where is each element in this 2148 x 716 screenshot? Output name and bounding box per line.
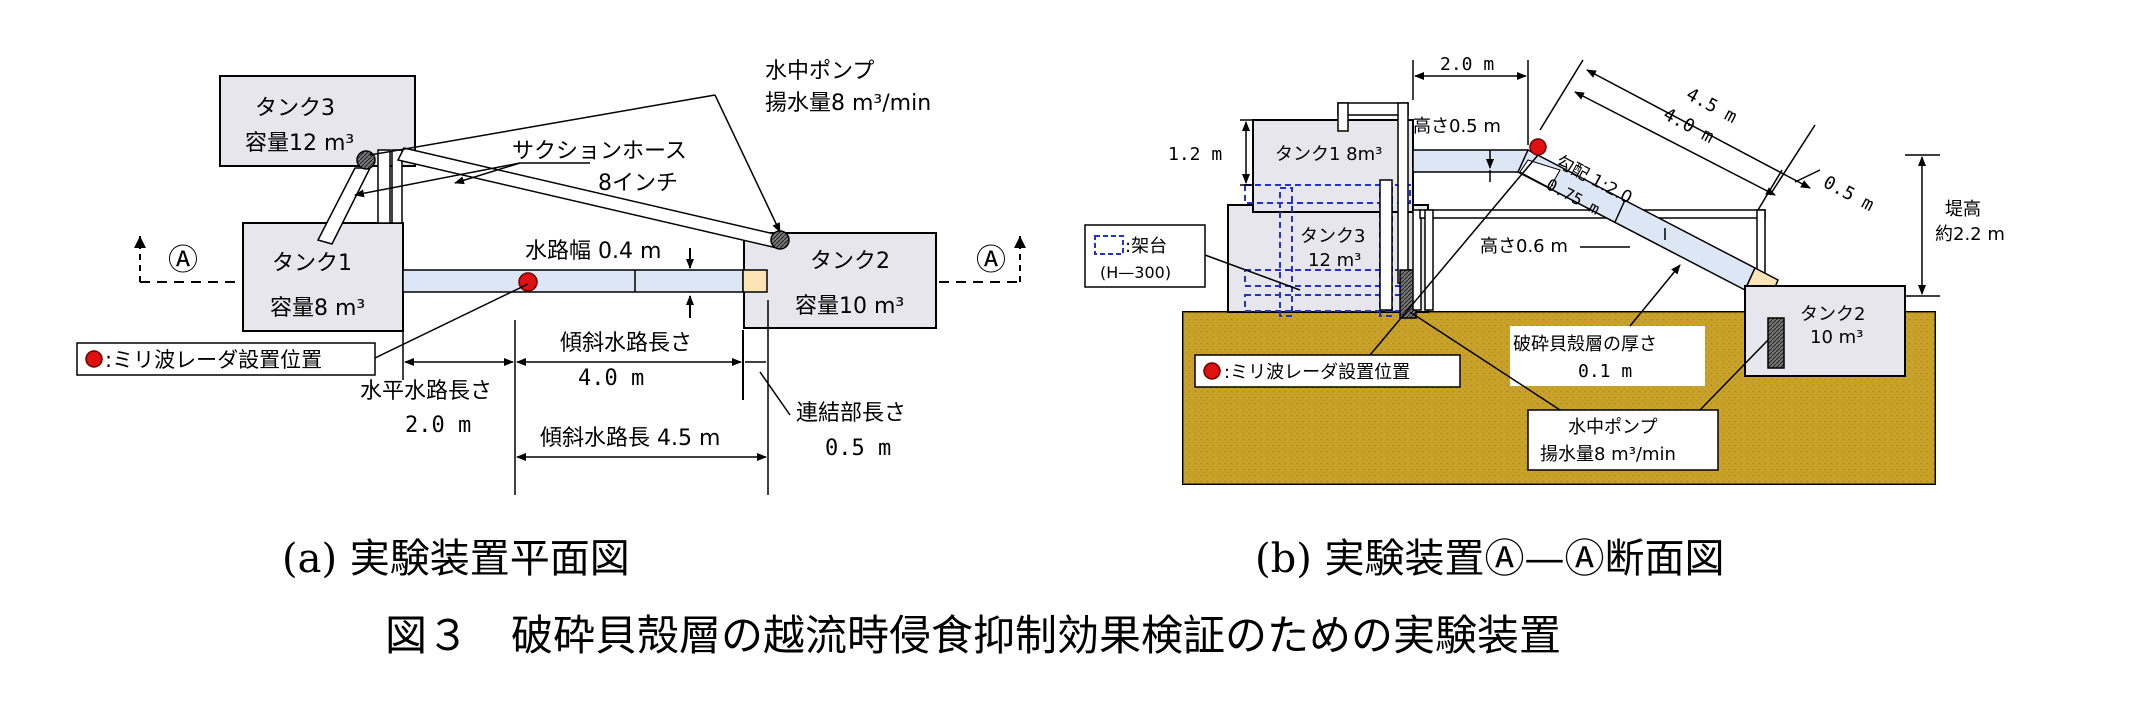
inclined-length-label: 傾斜水路長さ (560, 331, 692, 356)
levee-height-value: 約2.2 m (1935, 224, 2005, 245)
height-0-6-label: 高さ0.6 m (1480, 236, 1568, 257)
horizontal-length-label: 水平水路長さ (360, 379, 492, 404)
channel-horizontal-section (1412, 149, 1529, 173)
stand-legend-label: :架台 (1125, 236, 1167, 257)
tank3-section-name: タンク3 (1300, 226, 1365, 247)
shell-layer-label-box (1510, 326, 1705, 386)
radar-marker-section (1529, 138, 1547, 156)
section-mark-left: Ⓐ (168, 243, 198, 278)
dim-2-0-section: 2.0 m (1440, 54, 1494, 75)
section-mark-right: Ⓐ (976, 243, 1006, 278)
pump-label-section: 水中ポンプ (1568, 417, 1657, 438)
inclined-total-label: 傾斜水路長 4.5 m (540, 426, 720, 451)
tank3-section-capacity: 12 m³ (1308, 250, 1361, 271)
tank2-plan-capacity: 容量10 m³ (795, 294, 904, 319)
tank2-plan-name: タンク2 (810, 249, 890, 274)
tank1-plan-name: タンク1 (272, 251, 352, 276)
horizontal-length-value: 2.0 m (405, 413, 471, 438)
shell-layer-label: 破砕貝殻層の厚さ (1513, 334, 1657, 355)
stand-legend-spec: (H—300) (1100, 263, 1171, 282)
connection-length-value: 0.5 m (825, 436, 891, 461)
levee-height-label: 堤高 (1945, 199, 1981, 220)
tank2-section-capacity: 10 m³ (1810, 327, 1863, 348)
channel-width-label: 水路幅 0.4 m (525, 239, 661, 264)
pump-label-plan: 水中ポンプ (765, 59, 874, 84)
tank1-section-label: タンク1 8m³ (1275, 144, 1382, 165)
figure-caption: 図３ 破砕貝殻層の越流時侵食抑制効果検証のための実験装置 (385, 611, 1561, 660)
radar-legend-plan (76, 342, 376, 376)
tank3-plan-name: タンク3 (255, 96, 335, 121)
radar-legend-section (1194, 354, 1461, 388)
height-0-5-label: 高さ0.5 m (1413, 116, 1501, 137)
pump-icon-section-tank2 (1767, 317, 1785, 369)
hose-size-plan: 8インチ (598, 171, 678, 196)
pump-label-section-box (1527, 409, 1719, 471)
pump-rate-plan: 揚水量8 m³/min (765, 91, 931, 116)
caption-b: (b) 実験装置Ⓐ—Ⓐ断面図 (1255, 536, 1725, 582)
tank1-plan-capacity: 容量8 m³ (270, 296, 365, 321)
pump-icon-plan-tank2 (770, 230, 790, 250)
radar-marker-plan (518, 272, 538, 292)
pump-icon-plan-tank3 (356, 150, 376, 170)
connection-length-label: 連結部長さ (796, 401, 906, 426)
tank3-plan-capacity: 容量12 m³ (245, 131, 354, 156)
caption-a: (a) 実験装置平面図 (282, 536, 630, 582)
shell-layer-value: 0.1 m (1578, 361, 1632, 382)
connector-plan (742, 269, 768, 293)
section-view: タンク1 8m³ タンク3 12 m³ タ (1084, 54, 2005, 485)
plan-view: Ⓐ Ⓐ タンク3 容量12 m³ タンク1 容量8 m³ タンク2 容量10 m… (76, 59, 1026, 495)
hose-label-plan: サクションホース (512, 139, 687, 164)
channel-plan (402, 269, 744, 293)
dim-0-5-section: 0.5 m (1820, 172, 1878, 216)
radar-legend-plan-text: :ミリ波レーダ設置位置 (105, 348, 322, 372)
pump-rate-section: 揚水量8 m³/min (1540, 444, 1676, 465)
dim-1-2-section: 1.2 m (1168, 144, 1222, 165)
radar-legend-section-text: :ミリ波レーダ設置位置 (1224, 362, 1410, 383)
tank2-section-name: タンク2 (1800, 304, 1865, 325)
inclined-length-value: 4.0 m (578, 366, 644, 391)
